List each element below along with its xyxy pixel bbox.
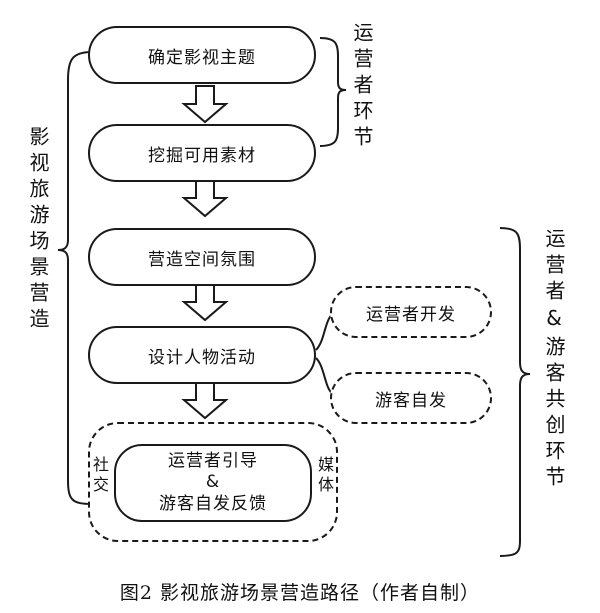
branch-label-tourist: 游客自发 — [375, 390, 447, 411]
down-arrow-3 — [181, 283, 229, 322]
step-2-label: 挖掘可用素材 — [148, 145, 256, 166]
step-1-box: 确定影视主题 — [88, 26, 316, 84]
final-inner-box: 运营者引导 & 游客自发反馈 — [114, 444, 312, 522]
final-line-1: 运营者引导 — [168, 451, 258, 472]
step-4-label: 设计人物活动 — [148, 347, 256, 368]
down-arrow-2 — [181, 179, 229, 218]
step-3-box: 营造空间氛围 — [88, 228, 316, 286]
left-vertical-label: 影视旅游场景营造 — [26, 126, 50, 334]
final-line-2: & — [205, 472, 221, 493]
step-1-label: 确定影视主题 — [148, 47, 256, 68]
branch-label-operator: 运营者开发 — [366, 304, 456, 325]
side-label-media: 媒体 — [315, 456, 334, 496]
right-big-bracket — [499, 227, 531, 557]
right-top-bracket — [319, 37, 347, 147]
side-label-social: 社交 — [90, 456, 109, 496]
left-bracket — [57, 51, 93, 505]
right-bottom-vertical-label: 运营者&游客共创环节 — [542, 228, 566, 492]
branch-box-tourist: 游客自发 — [330, 372, 492, 424]
branch-box-operator: 运营者开发 — [330, 286, 492, 338]
step-2-box: 挖掘可用素材 — [88, 124, 316, 182]
final-line-3: 游客自发反馈 — [159, 493, 267, 514]
down-arrow-1 — [181, 85, 229, 124]
figure-caption: 图2 影视旅游场景营造路径（作者自制） — [119, 582, 481, 604]
down-arrow-4 — [181, 381, 229, 420]
step-4-box: 设计人物活动 — [88, 326, 316, 384]
right-top-vertical-label: 运营者环节 — [350, 22, 374, 152]
step-3-label: 营造空间氛围 — [148, 249, 256, 270]
